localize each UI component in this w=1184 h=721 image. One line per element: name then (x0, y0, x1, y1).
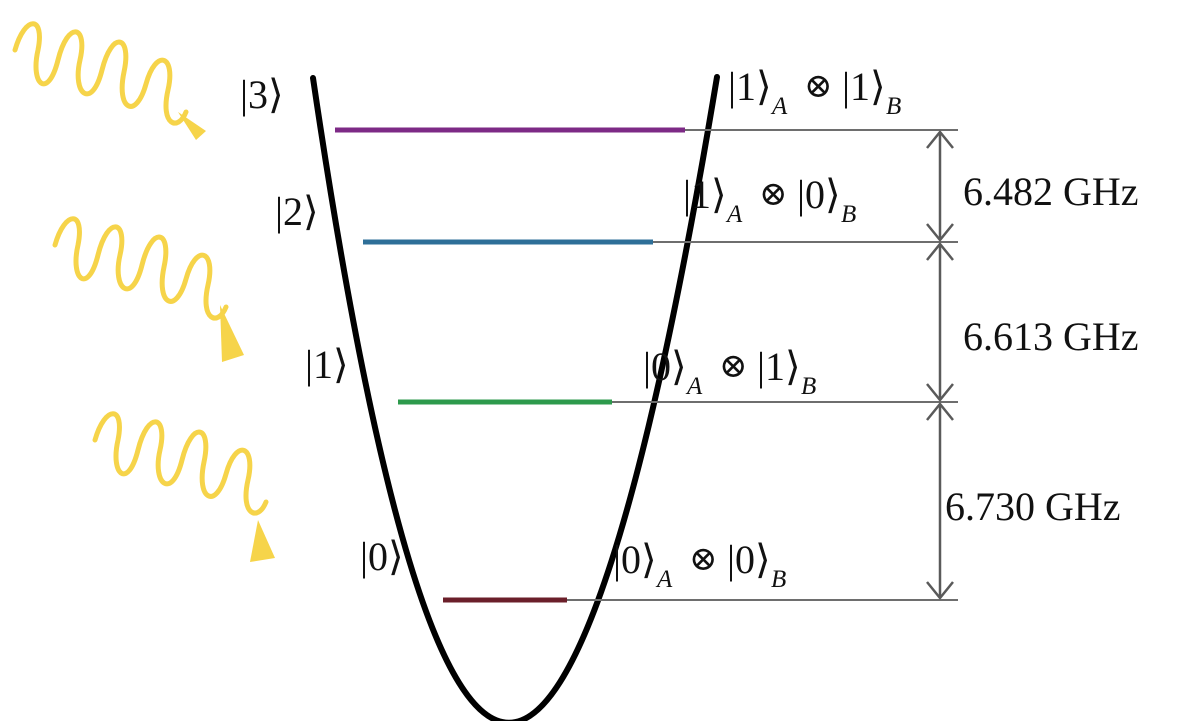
spacing-arrow-2-1 (926, 242, 954, 402)
level-label-3: |3⟩ (240, 72, 284, 117)
qubit-a-state: |1⟩ (728, 64, 772, 109)
photon-wave-icon (12, 21, 206, 140)
qubit-b-subscript: B (841, 201, 856, 228)
qubit-b-state: |0⟩ (727, 537, 771, 582)
qubit-a-subscript: A (770, 93, 788, 120)
tensor-product-symbol: ⊗ (804, 68, 833, 105)
qubit-b-subscript: B (801, 373, 816, 400)
guide-lines (567, 129, 958, 601)
level-label-2: |2⟩ (275, 189, 319, 234)
qubit-a-state: |0⟩ (613, 537, 657, 582)
frequency-label-3-2: 6.482 GHz (963, 169, 1139, 214)
level-label-0: |0⟩ (360, 534, 404, 579)
qubit-b-state: |1⟩ (842, 64, 886, 109)
spacing-arrow-1-0 (926, 402, 954, 600)
spacing-arrow-3-2 (926, 130, 954, 242)
product-state-label-1: |0⟩ A ⊗ |1⟩ B (643, 344, 816, 400)
qubit-a-state: |0⟩ (643, 344, 687, 389)
qubit-b-subscript: B (771, 566, 786, 593)
tensor-product-symbol: ⊗ (689, 541, 718, 578)
qubit-a-subscript: A (685, 373, 703, 400)
photon-wave-icon (52, 216, 244, 362)
qubit-b-state: |1⟩ (757, 344, 801, 389)
product-state-label-3: |1⟩ A ⊗ |1⟩ B (728, 64, 901, 120)
tensor-product-symbol: ⊗ (719, 348, 748, 385)
product-state-label-2: |1⟩ A ⊗ |0⟩ B (683, 172, 856, 228)
qubit-b-state: |0⟩ (797, 172, 841, 217)
level-label-1: |1⟩ (305, 342, 349, 387)
qubit-a-state: |1⟩ (683, 172, 727, 217)
photon-wave-icon (92, 411, 275, 562)
qubit-a-subscript: A (725, 201, 743, 228)
qubit-b-subscript: B (886, 93, 901, 120)
qubit-a-subscript: A (655, 566, 673, 593)
frequency-label-1-0: 6.730 GHz (945, 484, 1121, 529)
microwave-photons (12, 21, 275, 562)
spacing-arrows (926, 130, 954, 600)
potential-well-curve (310, 74, 720, 721)
product-state-label-0: |0⟩ A ⊗ |0⟩ B (613, 537, 786, 593)
tensor-product-symbol: ⊗ (759, 176, 788, 213)
frequency-label-2-1: 6.613 GHz (963, 314, 1139, 359)
